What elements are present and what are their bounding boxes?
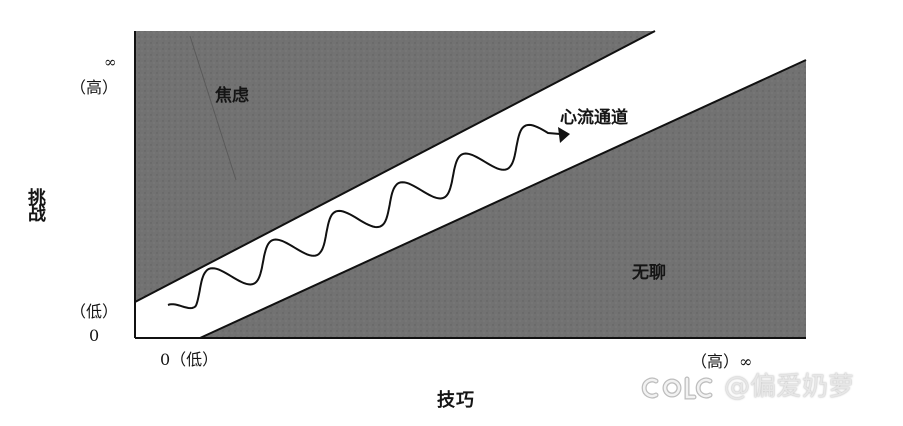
x-axis-label-skill: 技巧 bbox=[437, 390, 475, 411]
region-label-anxiety: 焦虑 bbox=[215, 86, 249, 106]
csdn-logo-icon bbox=[641, 376, 713, 400]
watermark-author: @偏爱奶萝 bbox=[724, 372, 855, 402]
region-label-flow-channel: 心流通道 bbox=[560, 108, 628, 128]
scratch-mark bbox=[189, 35, 237, 181]
anxiety-boundary-line bbox=[134, 30, 656, 303]
y-axis-label-challenge: 挑战 bbox=[25, 188, 46, 220]
x-axis-high-infinity: （高）∞ bbox=[691, 352, 753, 371]
watermark-text: @偏爱奶萝 bbox=[640, 366, 854, 403]
flow-path-wave bbox=[167, 123, 561, 310]
y-axis-zero: 0 bbox=[89, 326, 100, 345]
y-axis-low: （低） bbox=[70, 302, 119, 321]
region-label-boredom: 无聊 bbox=[632, 263, 666, 283]
flow-arrow-head bbox=[558, 127, 570, 143]
flow-channel-band bbox=[135, 31, 806, 338]
y-axis-infinity: ∞ bbox=[104, 53, 117, 71]
boredom-boundary-line bbox=[199, 59, 807, 339]
x-axis-zero-low: 0（低） bbox=[160, 350, 219, 369]
y-axis-high: （高） bbox=[70, 78, 119, 97]
